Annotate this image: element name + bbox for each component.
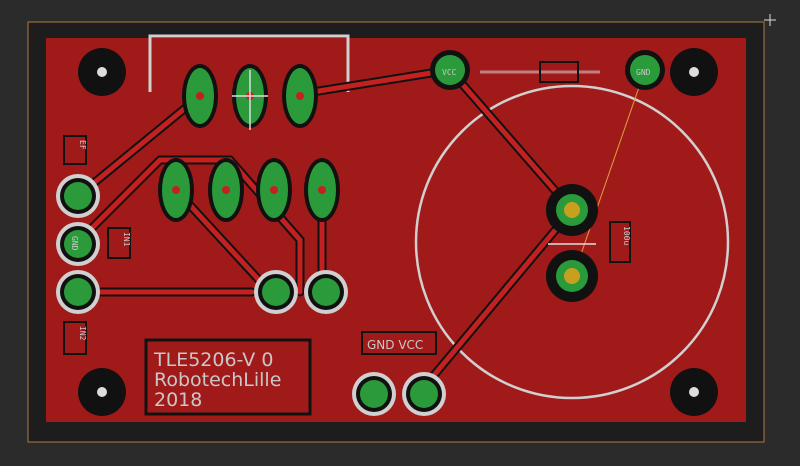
ic-silkscreen: [148, 34, 350, 92]
pad-label-cap-value: 100u: [622, 226, 631, 245]
board-text-line-1: TLE5206-V 0: [153, 349, 273, 371]
capacitor-pads: [546, 184, 598, 302]
pad-label-vcc: VCC: [442, 68, 457, 77]
copper-pour: [46, 38, 746, 422]
pad-label-gnd: GND: [636, 68, 651, 77]
power-pads: [352, 372, 446, 416]
left-connector-pads: [56, 174, 100, 314]
label-box-in1: [107, 227, 131, 259]
pad-label-ef: EF: [78, 140, 87, 150]
pad-label-gnd-side: GND: [70, 236, 79, 251]
capacitor-outline: [414, 84, 730, 400]
label-box-in2: [63, 321, 87, 355]
top-right-pads: [430, 50, 665, 90]
ratsnest-line: [571, 69, 646, 281]
pad-label-in2: IN2: [78, 326, 87, 341]
board-text-box: [144, 338, 312, 416]
mounting-holes: [78, 48, 718, 416]
label-box-cap: [609, 221, 631, 263]
label-box-ef: [63, 135, 87, 165]
pad-label-in1: IN1: [122, 232, 131, 247]
pwr-label-box: [361, 331, 437, 355]
pwr-label: GND VCC: [367, 338, 423, 352]
ic-pads: [158, 64, 340, 222]
board-text-line-3: 2018: [154, 389, 202, 411]
middle-pads: [254, 270, 348, 314]
board-text-line-2: RobotechLille: [154, 369, 281, 391]
